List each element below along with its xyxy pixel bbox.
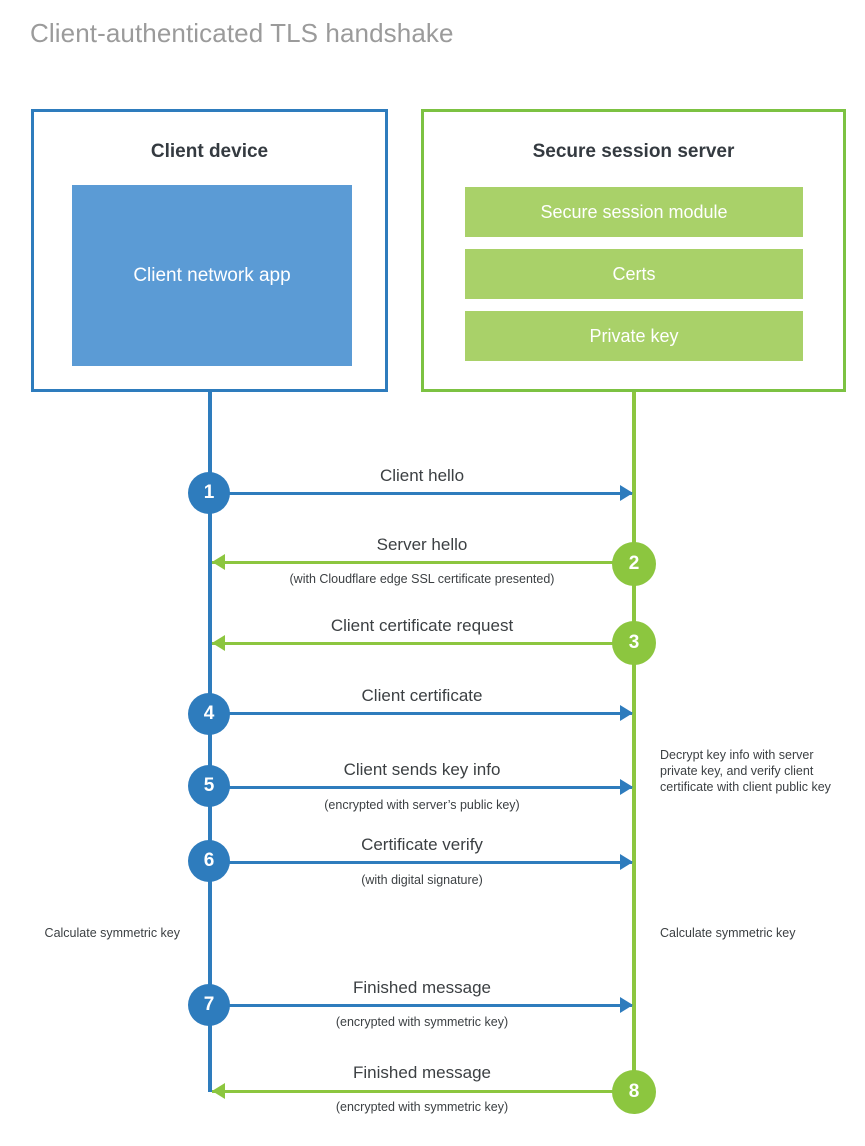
arrow-head-2 (212, 554, 225, 570)
arrow-head-6 (620, 854, 633, 870)
message-sub-7: (encrypted with symmetric key) (335, 1015, 509, 1029)
message-label-7: Finished message (353, 978, 491, 997)
server-lifeline (632, 392, 636, 1092)
step-circle-6[interactable]: 6 (188, 840, 230, 882)
arrow-head-4 (620, 705, 633, 721)
message-sub-5: (encrypted with server’s public key) (324, 798, 520, 812)
client-network-app-box: Client network app (72, 185, 352, 366)
arrow-shaft-5 (210, 786, 632, 789)
arrow-shaft-6 (210, 861, 632, 864)
secure-session-server-title: Secure session server (532, 141, 735, 162)
arrow-shaft-4 (210, 712, 632, 715)
message-label-3: Client certificate request (330, 616, 514, 635)
arrow-head-8 (212, 1083, 225, 1099)
server-calculate-symmetric-key-note: Calculate symmetric key (660, 926, 796, 940)
message-label-2: Server hello (376, 535, 468, 554)
step-circle-8[interactable]: 8 (612, 1070, 656, 1114)
message-sub-2: (with Cloudflare edge SSL certificate pr… (289, 572, 555, 586)
step-circle-5[interactable]: 5 (188, 765, 230, 807)
client-device-box: Client device Client network app (31, 109, 388, 392)
step-circle-4[interactable]: 4 (188, 693, 230, 735)
message-sub-8: (encrypted with symmetric key) (335, 1100, 509, 1114)
server-component-private-key: Private key (465, 311, 803, 361)
message-sub-6: (with digital signature) (361, 873, 483, 887)
server-decrypt-note: Decrypt key info with server private key… (660, 748, 831, 794)
message-label-1: Client hello (379, 466, 465, 485)
arrow-shaft-8 (212, 1090, 634, 1093)
client-calculate-symmetric-key-note: Calculate symmetric key (44, 926, 180, 940)
step-circle-3[interactable]: 3 (612, 621, 656, 665)
server-component-secure-session-module: Secure session module (465, 187, 803, 237)
arrow-head-1 (620, 485, 633, 501)
message-label-5: Client sends key info (343, 760, 501, 779)
client-device-title: Client device (150, 141, 269, 162)
page-title: Client-authenticated TLS handshake (30, 18, 454, 48)
message-label-8: Finished message (353, 1063, 491, 1082)
message-label-4: Client certificate (361, 686, 483, 705)
step-circle-1[interactable]: 1 (188, 472, 230, 514)
message-label-6: Certificate verify (361, 835, 483, 854)
arrow-head-7 (620, 997, 633, 1013)
server-components-list: Secure session module Certs Private key (465, 187, 803, 373)
arrow-shaft-7 (210, 1004, 632, 1007)
secure-session-server-box: Secure session server Secure session mod… (421, 109, 846, 392)
arrow-head-3 (212, 635, 225, 651)
server-component-certs: Certs (465, 249, 803, 299)
arrow-head-5 (620, 779, 633, 795)
arrow-shaft-2 (212, 561, 634, 564)
step-circle-2[interactable]: 2 (612, 542, 656, 586)
client-lifeline (208, 392, 212, 1092)
step-circle-7[interactable]: 7 (188, 984, 230, 1026)
arrow-shaft-3 (212, 642, 634, 645)
arrow-shaft-1 (210, 492, 632, 495)
